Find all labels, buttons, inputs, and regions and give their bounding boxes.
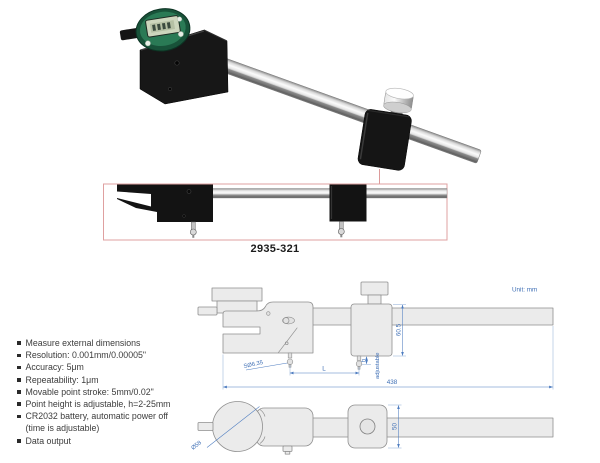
contact-point [190,228,197,236]
bullet-icon [17,390,21,394]
feature-item: CR2032 battery, automatic power off [17,410,217,422]
dim-total-length: 438 [387,379,398,386]
dim-h: h [361,359,367,362]
bullet-icon [17,353,21,358]
feature-item-continuation: (time is adjustable) [17,422,217,434]
feature-text: Accuracy: 5μm [25,362,84,373]
indicator-button [145,40,151,47]
feature-text: Resolution: 0.001mm/0.00005" [25,350,147,361]
feature-item: Measure external dimensions [17,337,217,349]
body-side-view [222,301,314,354]
bullet-icon [17,414,21,419]
feature-text: Data output [25,435,71,446]
feature-item: Data output [17,435,217,447]
clamp-knob [383,87,414,114]
bullet-icon [17,439,21,443]
slider-clamp [357,87,414,171]
dim-dial-diameter: Ø58 [191,440,203,451]
unit-label: Unit: mm [512,287,537,294]
model-label: 2935-321 [250,243,300,255]
digital-indicator [119,8,191,52]
feature-text: CR2032 battery, automatic power off [25,411,168,422]
feature-text: Repeatability: 1μm [25,374,99,385]
dial-top-view [212,401,263,452]
dim-height: 60.5 [396,323,403,336]
feature-item: Accuracy: 5μm [17,361,217,373]
dim-width: 50 [392,423,399,431]
bullet-icon [17,341,21,345]
body-top-view [255,407,314,447]
technical-drawing: Unit: mm [191,281,554,455]
detail-callout-box [103,183,448,241]
feature-item: Repeatability: 1μm [17,374,217,386]
product-photo [103,8,482,241]
feature-item: Point height is adjustable, h=2-25mm [17,398,217,410]
bar-side-view [310,307,554,326]
feature-text: (time is adjustable) [25,423,100,434]
feature-item: Movable point stroke: 5mm/0.02" [17,386,217,398]
slider-side-view [350,303,393,357]
bullet-icon [17,365,21,370]
measuring-bar [206,53,482,164]
movable-jaw [329,184,367,222]
bullet-icon [17,402,21,406]
dim-L: L [322,366,326,373]
indicator-stem [119,27,141,41]
feature-item: Resolution: 0.001mm/0.00005" [17,349,217,361]
indicator-button [178,31,184,37]
feature-text: Point height is adjustable, h=2-25mm [25,399,171,410]
feature-list: Measure external dimensions Resolution: … [17,337,217,447]
side-view: L SØ6.35 h adjustable 60.5 438 [197,281,554,390]
dim-adjustable: adjustable [375,353,381,379]
feature-text: Movable point stroke: 5mm/0.02" [25,386,154,397]
top-view: Ø58 50 [191,401,554,455]
bar-top-view [299,417,554,438]
feature-text: Measure external dimensions [25,338,141,348]
dim-ball: SØ6.35 [243,360,263,370]
indicator-button [176,16,183,22]
contact-point [337,228,345,235]
bullet-icon [17,378,21,382]
